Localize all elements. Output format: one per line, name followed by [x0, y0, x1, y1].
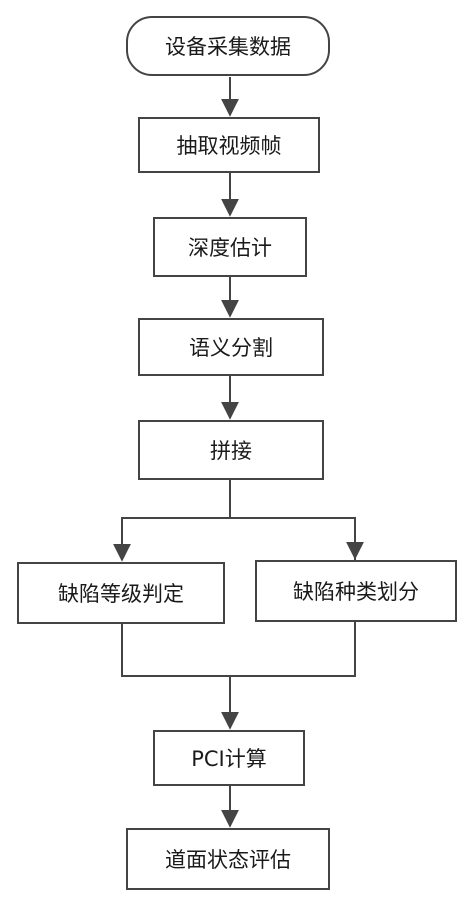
- node-stitching: 拼接: [138, 420, 324, 480]
- node-pavement-evaluation: 道面状态评估: [126, 828, 330, 890]
- node-collect-data: 设备采集数据: [126, 16, 330, 76]
- arrow-defects-merge: [121, 622, 356, 677]
- node-defect-type: 缺陷种类划分: [255, 560, 457, 622]
- node-semantic-segmentation: 语义分割: [138, 318, 324, 376]
- node-pci-calculation: PCI计算: [153, 730, 305, 786]
- node-defect-level: 缺陷等级判定: [17, 562, 225, 624]
- node-depth-estimation: 深度估计: [153, 217, 307, 277]
- arrow-stitch-split: [121, 480, 356, 560]
- node-extract-frames: 抽取视频帧: [138, 117, 320, 173]
